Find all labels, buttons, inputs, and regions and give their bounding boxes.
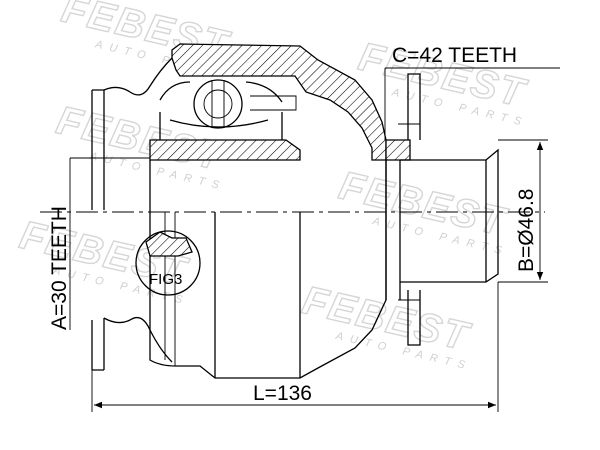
output-stub-shaft [398, 73, 499, 346]
ball-cage [159, 79, 297, 140]
joint-body [149, 160, 401, 379]
housing-upper [149, 43, 411, 161]
fig3-detail: FIG3 [135, 230, 201, 296]
ball [193, 79, 243, 129]
diameter-label: B=Ø46.8 [515, 189, 538, 272]
outer-spline-label: C=42 TEETH [392, 44, 517, 67]
dim-outer-spline: C=42 TEETH [384, 44, 560, 140]
fig3-circle [135, 230, 201, 296]
length-label: L=136 [253, 382, 312, 405]
dim-length: L=136 [91, 282, 499, 412]
inner-spline-label: A=30 TEETH [48, 206, 71, 330]
input-shaft [91, 57, 173, 371]
fig3-label: FIG3 [149, 271, 182, 288]
dim-diameter: B=Ø46.8 [498, 139, 548, 283]
dim-inner-spline: A=30 TEETH [48, 157, 150, 330]
